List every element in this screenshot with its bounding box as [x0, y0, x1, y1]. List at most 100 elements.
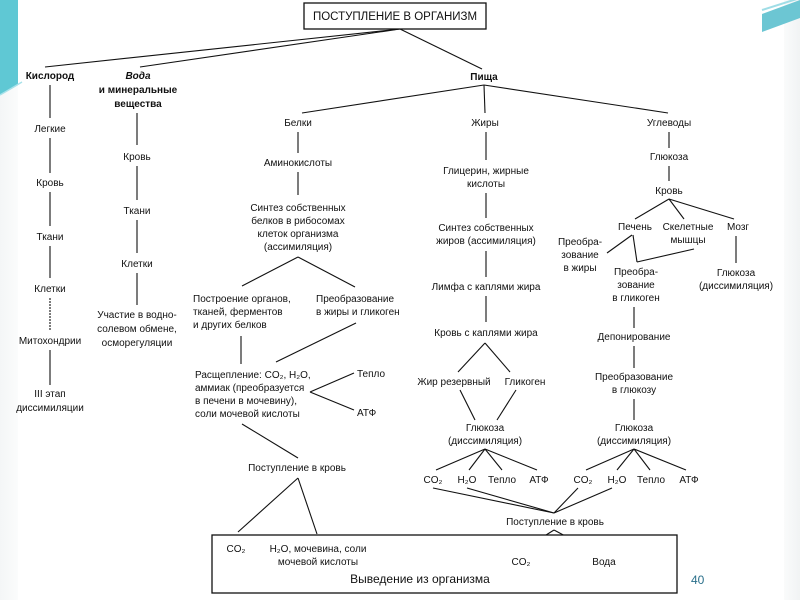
fats-glycogen: Гликоген	[505, 377, 546, 388]
connector	[435, 448, 486, 471]
fats-glycerin: Глицерин, жирные	[443, 166, 529, 177]
oxygen-step: Легкие	[34, 124, 66, 135]
connector	[241, 256, 299, 287]
blood-output-co2: CO₂	[512, 557, 531, 568]
carbs-to-glycogen: в гликоген	[612, 293, 660, 304]
carbs-product: Тепло	[637, 475, 665, 486]
carbs-brain-glucose: (диссимиляция)	[699, 281, 773, 292]
carbs-deposit: Депонирование	[598, 332, 671, 343]
fats-glucose: Глюкоза	[466, 423, 505, 434]
fats-title: Жиры	[471, 118, 499, 129]
excretion-title: Выведение из организма	[350, 572, 490, 586]
water-end: осморегуляции	[102, 338, 173, 349]
fats-product: CO₂	[424, 475, 443, 486]
connector	[297, 477, 318, 535]
slide-left-margin	[0, 0, 18, 600]
carbs-liver: Печень	[618, 222, 652, 233]
slide-right-margin	[784, 0, 800, 600]
oxygen-end: III этап	[34, 389, 65, 400]
water-title: и минеральные	[99, 85, 178, 96]
carbs-to-glucose: в глюкозу	[612, 385, 656, 396]
root-box	[303, 2, 487, 30]
oxygen-step: Ткани	[37, 232, 64, 243]
connector	[668, 198, 735, 220]
connector	[633, 448, 687, 471]
fats-blood: Кровь с каплями жира	[434, 328, 538, 339]
connector	[484, 342, 511, 373]
food-to-blood: Поступление в кровь	[506, 517, 604, 528]
proteins-breakdown: в печени в мочевину),	[195, 396, 297, 407]
oxygen-title: Кислород	[26, 71, 75, 82]
connector	[241, 423, 299, 459]
carbs-product: H₂O	[608, 475, 627, 486]
connector	[139, 28, 401, 68]
proteins-breakdown: аммиак (преобразуется	[195, 382, 304, 394]
fats-reserve: Жир резервный	[417, 377, 490, 388]
connector	[457, 342, 486, 373]
carbs-blood: Кровь	[655, 186, 682, 197]
connector	[553, 487, 613, 514]
carbs-brain-glucose: Глюкоза	[717, 268, 756, 279]
carbs-muscles: мышцы	[671, 235, 706, 246]
carbs-to-glucose: Преобразование	[595, 371, 674, 383]
water-title: Вода	[125, 71, 151, 82]
fats-product: Тепло	[488, 475, 516, 486]
fats-synthesis: жиров (ассимиляция)	[436, 236, 536, 247]
connector	[309, 391, 355, 411]
carbs-product: АТФ	[679, 475, 699, 486]
connector	[632, 234, 638, 263]
connector	[297, 256, 356, 288]
proteins-build: и других белков	[193, 319, 267, 331]
carbs-to-fat: Преобра-	[558, 236, 602, 248]
carbs-to-glycogen: зование	[617, 280, 655, 291]
connector	[483, 84, 669, 114]
oxygen-step: Митохондрии	[19, 336, 81, 347]
blood-output-water: Вода	[592, 557, 616, 568]
water-end: солевом обмене,	[97, 323, 177, 335]
decorative-swoosh-top-left	[0, 0, 23, 96]
water-step: Клетки	[121, 259, 152, 270]
proteins-breakdown: Расщепление: CO₂, H₂O,	[195, 370, 311, 381]
carbs-glucose-diss: (диссимиляция)	[597, 436, 671, 447]
proteins-to-blood: Поступление в кровь	[248, 463, 346, 474]
connector	[237, 477, 299, 533]
connector	[301, 84, 485, 114]
oxygen-step: Клетки	[34, 284, 65, 295]
connector	[466, 487, 555, 514]
proteins-synthesis: клеток организма	[258, 229, 339, 240]
proteins-amino: Аминокислоты	[264, 158, 332, 169]
connector	[484, 448, 538, 471]
connector	[634, 198, 670, 220]
excretion-box	[211, 534, 678, 594]
carbs-to-fat: зование	[561, 250, 599, 261]
proteins-synthesis: (ассимиляция)	[264, 242, 332, 253]
proteins-heat: Тепло	[357, 369, 385, 380]
connector	[275, 322, 357, 363]
connector	[585, 448, 635, 471]
excretion-water-urea: H₂O, мочевина, соли	[270, 544, 367, 555]
fats-lymph: Лимфа с каплями жира	[432, 281, 541, 293]
proteins-convert: Преобразование	[316, 293, 395, 305]
connector	[668, 198, 685, 220]
carbs-to-fat: в жиры	[563, 263, 596, 274]
connector	[616, 448, 635, 471]
connector	[483, 84, 486, 114]
carbs-title: Углеводы	[647, 118, 691, 129]
connector	[553, 487, 579, 514]
decorative-swoosh-top-right	[761, 0, 800, 32]
connector	[633, 448, 651, 471]
oxygen-step: Кровь	[36, 178, 63, 189]
oxygen-end: диссимиляции	[16, 403, 84, 414]
connector	[399, 28, 483, 70]
connector	[484, 448, 503, 471]
connector	[636, 248, 695, 263]
proteins-convert: в жиры и гликоген	[316, 307, 400, 318]
water-title: вещества	[114, 99, 162, 110]
page-number: 40	[691, 573, 705, 587]
proteins-build: тканей, ферментов	[193, 306, 283, 318]
food-title: Пища	[470, 72, 498, 83]
proteins-title: Белки	[284, 118, 312, 129]
connector	[496, 389, 517, 421]
connector	[309, 372, 355, 393]
fats-product: АТФ	[529, 475, 549, 486]
